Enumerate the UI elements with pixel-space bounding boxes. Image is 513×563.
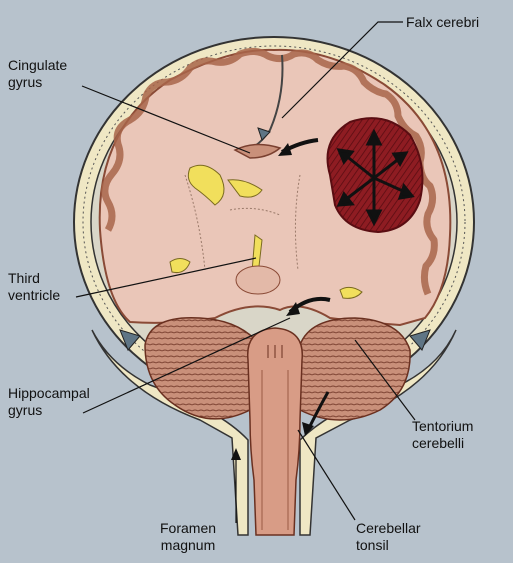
skull-base	[91, 329, 457, 536]
label-falx-cerebri: Falx cerebri	[406, 14, 480, 30]
label-hippocampal-gyrus: Hippocampal gyrus	[8, 385, 90, 418]
tentorium	[119, 127, 431, 351]
leader-falx	[281, 21, 403, 119]
leader-tentorium	[354, 339, 416, 421]
leader-lines	[75, 21, 416, 523]
label-third-ventricle: Third ventricle	[8, 270, 61, 303]
brainstem	[247, 327, 303, 536]
leader-third-ventricle	[75, 257, 257, 298]
mass-lesion	[326, 117, 424, 234]
leader-hippocampal	[82, 317, 291, 414]
label-cerebellar-tonsil: Cerebellar tonsil	[356, 520, 421, 553]
leader-cingulate	[81, 85, 251, 154]
leader-tonsil	[297, 429, 356, 521]
label-tentorium-cerebelli: Tentorium cerebelli	[412, 418, 474, 451]
label-cingulate-gyrus: Cingulate gyrus	[8, 57, 68, 90]
cerebellum	[144, 316, 411, 436]
label-foramen-magnum: Foramen magnum	[160, 520, 217, 553]
foramen-arrowhead	[231, 448, 241, 460]
